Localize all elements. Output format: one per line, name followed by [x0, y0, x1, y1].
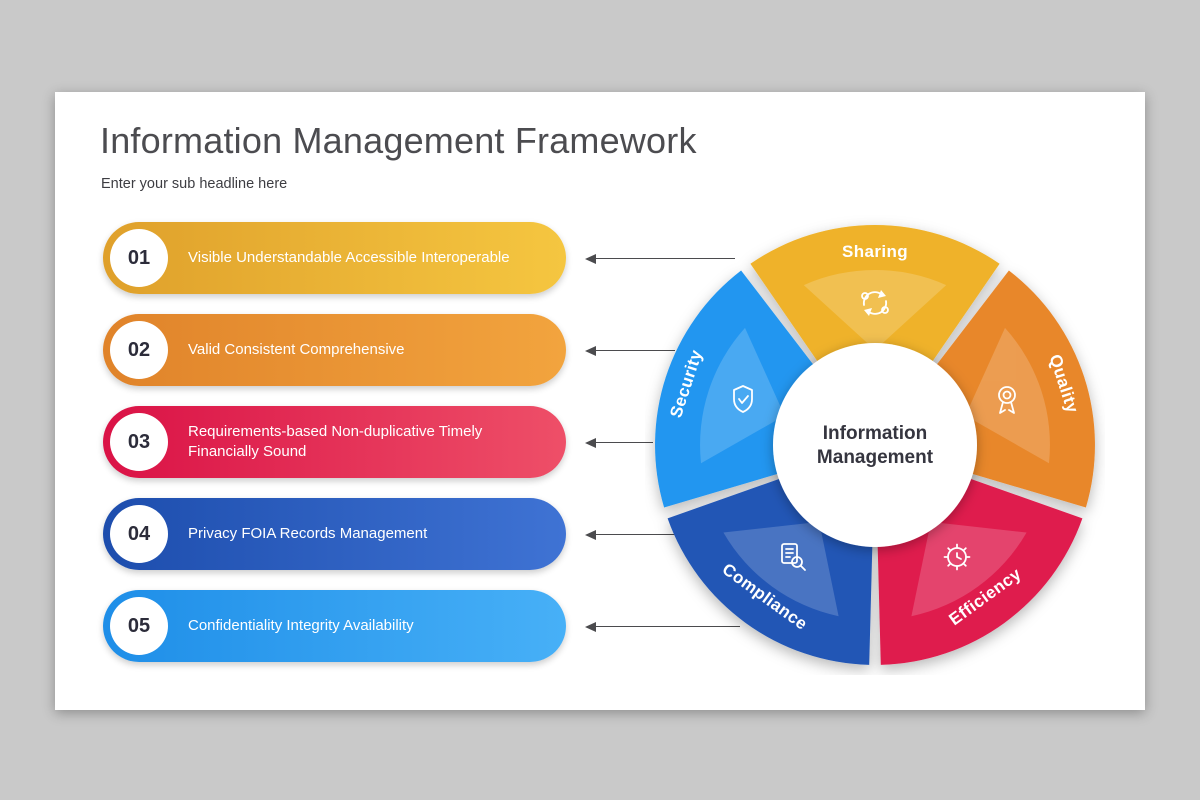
- arrow-head-icon: [585, 621, 596, 632]
- item-number: 02: [127, 338, 151, 361]
- list-item-02: 02 Valid Consistent Comprehensive: [103, 314, 566, 386]
- arrow-line: [596, 533, 675, 536]
- page-title: Information Management Framework: [100, 120, 697, 161]
- item-number: 05: [127, 614, 151, 637]
- connector-arrow-3: [585, 437, 653, 448]
- gear-clock-icon: [943, 543, 971, 571]
- segment-label-sharing: Sharing: [842, 242, 908, 261]
- connector-arrow-2: [585, 345, 675, 356]
- list-item-04: 04 Privacy FOIA Records Management: [103, 498, 566, 570]
- arrow-head-icon: [585, 437, 596, 448]
- arrow-line: [596, 349, 675, 352]
- list-item-05: 05 Confidentiality Integrity Availabilit…: [103, 590, 566, 662]
- wheel-center-circle: [773, 343, 977, 547]
- list-item-01: 01 Visible Understandable Accessible Int…: [103, 222, 566, 294]
- document-magnifier-icon: [781, 543, 806, 571]
- item-number: 01: [127, 246, 151, 269]
- arrow-line: [596, 257, 735, 260]
- arrow-line: [596, 625, 740, 628]
- sub-headline: Enter your sub headline here: [101, 176, 288, 192]
- framework-wheel: Sharing Quality Efficiency Compliance Se…: [655, 225, 1095, 665]
- item-number-badge: 04: [110, 505, 168, 563]
- item-number-badge: 02: [110, 321, 168, 379]
- item-text: Requirements-based Non-duplicative Timel…: [188, 422, 483, 460]
- connector-arrow-5: [585, 621, 740, 632]
- item-text: Confidentiality Integrity Availability: [188, 616, 414, 634]
- arrow-head-icon: [585, 345, 596, 356]
- connector-arrow-1: [585, 253, 735, 264]
- item-text: Valid Consistent Comprehensive: [188, 340, 405, 358]
- item-number: 04: [127, 522, 151, 545]
- item-text: Privacy FOIA Records Management: [188, 524, 428, 542]
- medal-icon: [998, 386, 1016, 414]
- shield-check-icon: [733, 385, 753, 413]
- center-label-line1: Information: [823, 423, 928, 444]
- sync-people-icon: [861, 290, 889, 316]
- framework-list: 01 Visible Understandable Accessible Int…: [103, 222, 566, 662]
- arrow-head-icon: [585, 253, 596, 264]
- list-item-03: 03 Requirements-based Non-duplicative Ti…: [103, 406, 566, 478]
- item-number-badge: 01: [110, 229, 168, 287]
- connector-arrow-4: [585, 529, 675, 540]
- segment-sharing: [750, 225, 1000, 445]
- center-label-line2: Management: [817, 447, 934, 468]
- item-text: Visible Understandable Accessible Intero…: [188, 248, 510, 266]
- item-number-badge: 05: [110, 597, 168, 655]
- segment-inner-highlights: [700, 269, 1050, 617]
- item-number-badge: 03: [110, 413, 168, 471]
- arrow-head-icon: [585, 529, 596, 540]
- item-number: 03: [127, 430, 151, 453]
- arrow-line: [596, 441, 653, 444]
